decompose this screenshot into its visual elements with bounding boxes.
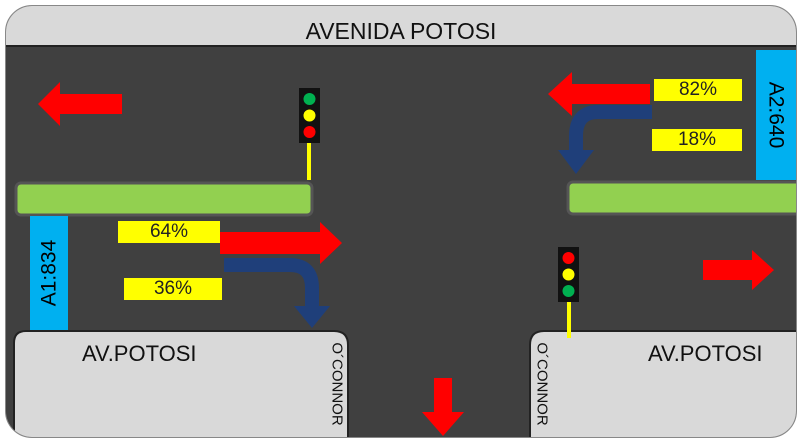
volume-a2: A2:640 [764, 81, 788, 149]
arrow-left-icon [548, 72, 650, 116]
split-a2-turn: 18% [652, 129, 742, 151]
arrow-right-icon [703, 250, 774, 290]
arrow-right-icon [220, 222, 342, 264]
right-block [529, 330, 796, 437]
volume-a1: A1:834 [37, 239, 61, 307]
traffic-light-icon [299, 88, 320, 180]
right-block-name: AV.POTOSI [648, 341, 763, 366]
split-a1-through: 64% [118, 221, 220, 243]
traffic-light-icon [558, 247, 579, 338]
left-block [13, 330, 349, 437]
volume-box-a1 [30, 216, 68, 330]
turn-arrow-icon [558, 105, 652, 174]
volume-box-a2 [756, 50, 796, 180]
split-a2-through: 82% [654, 79, 742, 101]
left-median [14, 181, 314, 217]
left-side-street: O´CONNOR [328, 342, 346, 426]
right-median [566, 180, 796, 216]
arrow-down-icon [422, 378, 464, 436]
top-sidewalk [6, 6, 796, 46]
left-block-name: AV.POTOSI [82, 341, 197, 366]
main-street-title: AVENIDA POTOSI [305, 18, 497, 44]
right-side-street: O´CONNOR [533, 342, 551, 426]
turn-arrow-icon [224, 258, 330, 328]
split-a1-turn: 36% [124, 278, 222, 300]
arrow-left-icon [38, 82, 122, 126]
